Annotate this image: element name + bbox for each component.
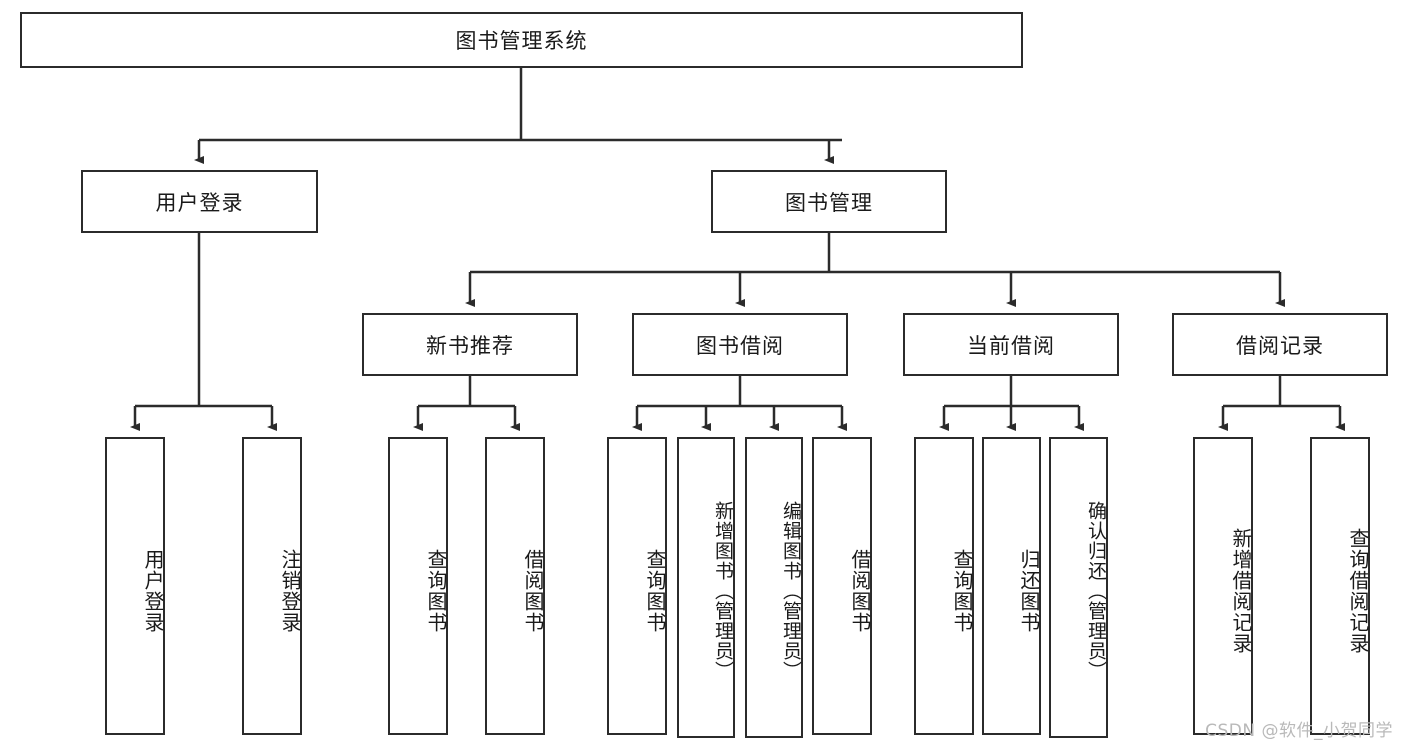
node-label: 查询图书 [643,549,667,633]
node-label: 查询图书 [424,549,448,633]
node-label: 用户登录 [141,549,165,633]
node-label: 新增借阅记录 [1229,528,1253,654]
node-leaf-user-login[interactable]: 用户登录 [105,437,165,735]
node-label: 确认归还（管理员） [1085,500,1107,681]
node-current-borrow[interactable]: 当前借阅 [903,313,1119,376]
node-label: 借阅图书 [521,549,545,633]
node-label: 查询借阅记录 [1346,528,1370,654]
node-new-book-recommendation[interactable]: 新书推荐 [362,313,578,376]
node-leaf-add-record[interactable]: 新增借阅记录 [1193,437,1253,735]
node-leaf-confirm-return[interactable]: 确认归还（管理员） [1049,437,1108,738]
node-leaf-query-book-1[interactable]: 查询图书 [388,437,448,735]
node-leaf-query-book-2[interactable]: 查询图书 [607,437,667,735]
node-label: 图书管理 [785,190,873,215]
node-label: 用户登录 [155,190,244,215]
node-label: 编辑图书（管理员） [780,500,802,681]
node-leaf-edit-book[interactable]: 编辑图书（管理员） [745,437,803,738]
node-user-login[interactable]: 用户登录 [81,170,318,233]
node-label: 新书推荐 [426,333,514,358]
node-label: 当前借阅 [967,333,1055,358]
node-root[interactable]: 图书管理系统 [20,12,1023,68]
node-leaf-borrow-book-2[interactable]: 借阅图书 [812,437,872,735]
node-label: 注销登录 [278,549,302,633]
node-label: 图书管理系统 [455,29,588,53]
node-leaf-logout[interactable]: 注销登录 [242,437,302,735]
node-label: 借阅图书 [848,549,872,633]
node-leaf-query-book-3[interactable]: 查询图书 [914,437,974,735]
node-label: 归还图书 [1017,549,1041,633]
node-label: 图书借阅 [696,333,784,358]
node-borrow-record[interactable]: 借阅记录 [1172,313,1388,376]
node-leaf-query-record[interactable]: 查询借阅记录 [1310,437,1370,735]
node-label: 借阅记录 [1236,333,1324,358]
node-book-manage[interactable]: 图书管理 [711,170,947,233]
node-book-borrow[interactable]: 图书借阅 [632,313,848,376]
node-leaf-add-book[interactable]: 新增图书（管理员） [677,437,735,738]
node-leaf-borrow-book-1[interactable]: 借阅图书 [485,437,545,735]
node-label: 查询图书 [950,549,974,633]
node-leaf-return-book[interactable]: 归还图书 [982,437,1041,735]
node-label: 新增图书（管理员） [712,500,734,681]
